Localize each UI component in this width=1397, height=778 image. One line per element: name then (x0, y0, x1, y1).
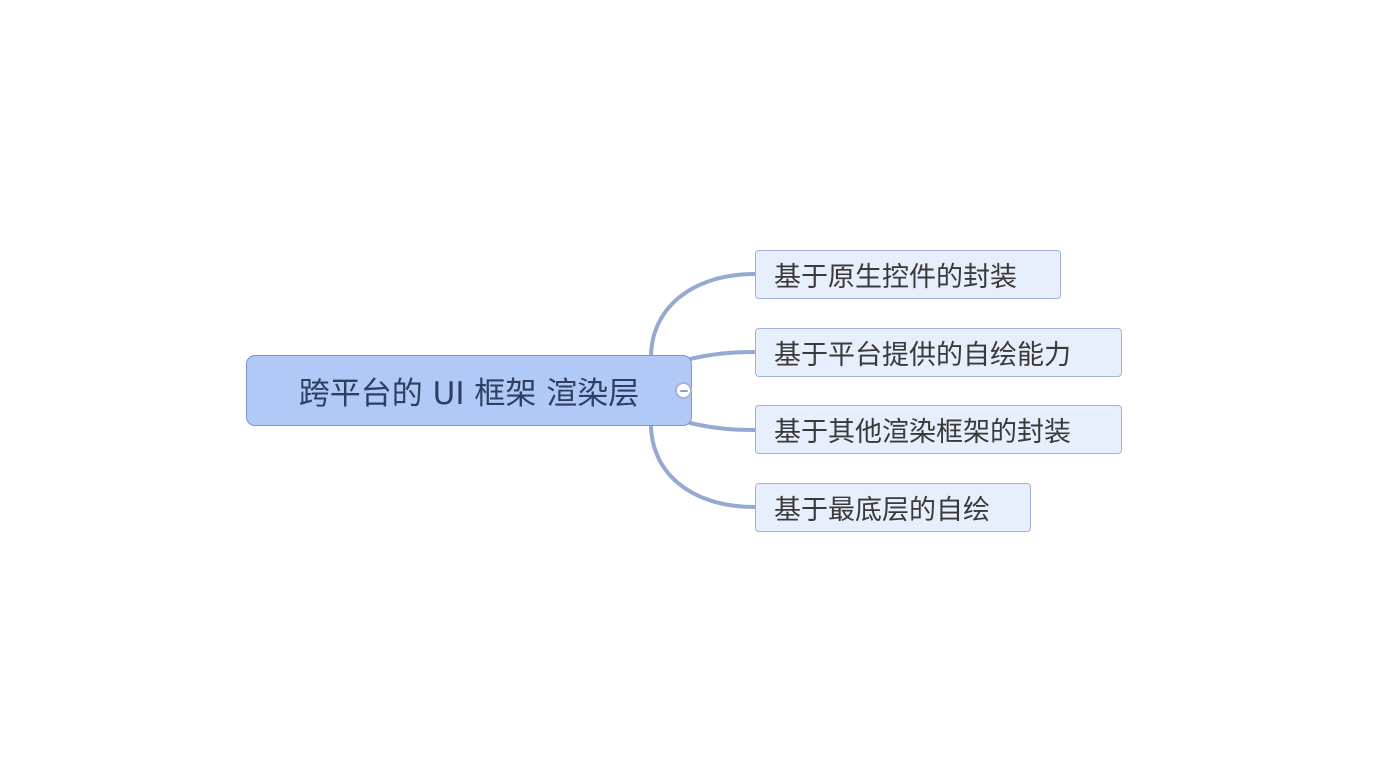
minus-bar (679, 389, 688, 392)
minus-circle-icon[interactable] (675, 382, 692, 399)
connector-child-3 (688, 421, 757, 432)
subtopic-node-other-render-framework[interactable]: 基于其他渲染框架的封装 (755, 405, 1122, 454)
subtopic-node-lowest-level-self-draw[interactable]: 基于最底层的自绘 (755, 483, 1031, 532)
subtopic-label: 基于其他渲染框架的封装 (774, 417, 1071, 448)
subtopic-label: 基于最底层的自绘 (774, 495, 990, 526)
connector-child-4 (649, 422, 757, 509)
subtopic-label: 基于原生控件的封装 (774, 262, 1017, 293)
connector-child-1 (649, 272, 757, 359)
root-topic-label: 跨平台的 UI 框架 渲染层 (298, 376, 640, 412)
subtopic-node-native-controls[interactable]: 基于原生控件的封装 (755, 250, 1061, 299)
subtopic-label: 基于平台提供的自绘能力 (774, 340, 1071, 371)
connector-child-2 (688, 350, 757, 361)
root-topic-node[interactable]: 跨平台的 UI 框架 渲染层 (246, 355, 692, 426)
subtopic-node-platform-self-draw[interactable]: 基于平台提供的自绘能力 (755, 328, 1122, 377)
